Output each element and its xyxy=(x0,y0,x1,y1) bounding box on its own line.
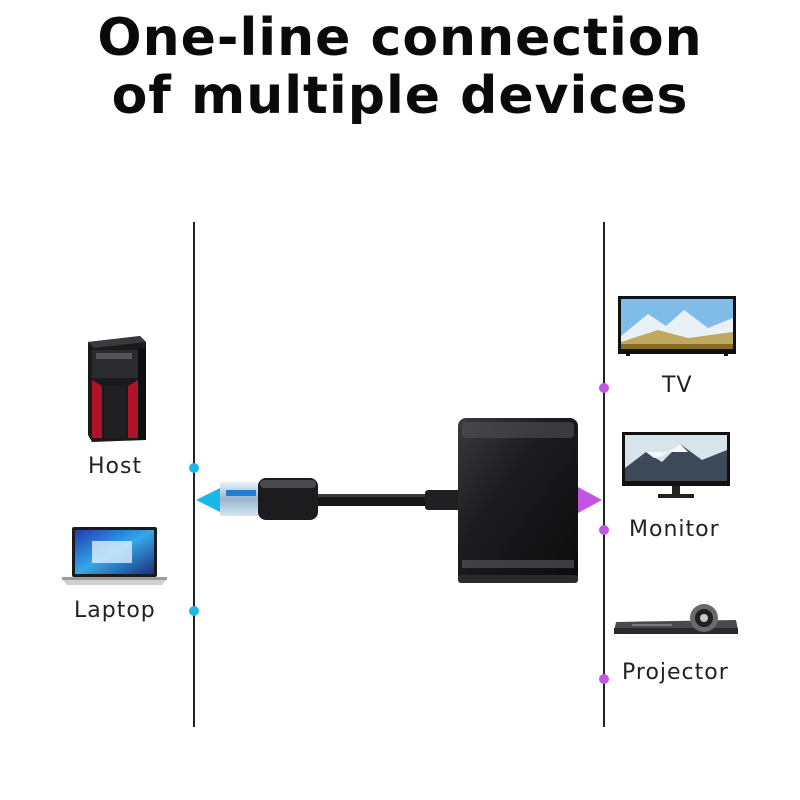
host-connector-dot xyxy=(189,463,199,473)
laptop-connector-dot xyxy=(189,606,199,616)
title-line-1: One-line connection xyxy=(97,8,703,68)
right-divider-line xyxy=(603,222,605,727)
projector-icon xyxy=(614,604,738,634)
tv-label: TV xyxy=(662,373,693,398)
desktop-tower-icon xyxy=(88,336,146,442)
host-label: Host xyxy=(88,454,143,479)
monitor-label: Monitor xyxy=(629,517,720,542)
left-divider-line xyxy=(193,222,195,727)
input-arrow-icon xyxy=(196,487,222,513)
output-arrow-icon xyxy=(578,487,602,513)
usb-adapter-icon xyxy=(220,418,578,583)
monitor-connector-dot xyxy=(599,525,609,535)
tv-connector-dot xyxy=(599,383,609,393)
projector-label: Projector xyxy=(622,660,729,685)
laptop-label: Laptop xyxy=(74,598,156,623)
laptop-icon xyxy=(62,527,167,585)
tv-icon xyxy=(618,296,736,356)
monitor-icon xyxy=(622,432,730,498)
title-line-2: of multiple devices xyxy=(111,66,689,126)
projector-connector-dot xyxy=(599,674,609,684)
